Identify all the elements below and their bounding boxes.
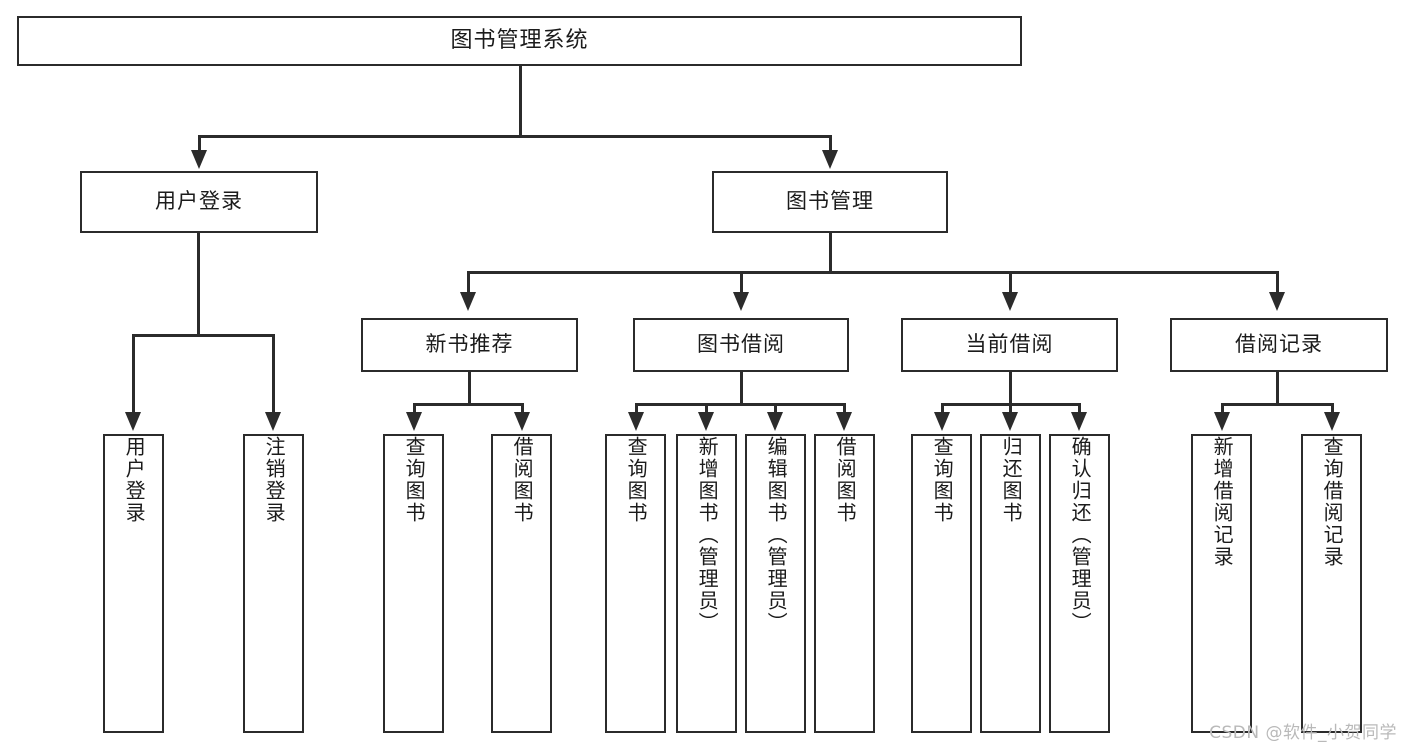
connector-user-login-drop-1 (132, 334, 135, 415)
connector-book-borrow-stem (740, 372, 743, 404)
arrowhead-borrow-record-leaf-1 (1214, 412, 1230, 431)
leaf-label: 编辑图书（管理员） (764, 436, 789, 634)
arrowhead-to-current-borrow (1002, 292, 1018, 311)
connector-new-book-bus (413, 403, 523, 406)
leaf-label: 查询图书 (402, 436, 427, 524)
leaf-label: 归还图书 (999, 436, 1024, 524)
leaf-new-book-1[interactable]: 查询图书 (383, 434, 444, 733)
leaf-current-borrow-2[interactable]: 归还图书 (980, 434, 1041, 733)
node-book-borrow[interactable]: 图书借阅 (633, 318, 849, 372)
node-user-login[interactable]: 用户登录 (80, 171, 318, 233)
connector-level3-bus (467, 271, 1278, 274)
leaf-current-borrow-1[interactable]: 查询图书 (911, 434, 972, 733)
leaf-book-borrow-2[interactable]: 新增图书（管理员） (676, 434, 737, 733)
leaf-label: 用户登录 (122, 436, 147, 524)
node-label: 新书推荐 (425, 332, 514, 357)
connector-borrow-record-drop-1 (1221, 403, 1224, 415)
leaf-label: 查询图书 (624, 436, 649, 524)
leaf-borrow-record-2[interactable]: 查询借阅记录 (1301, 434, 1362, 733)
connector-new-book-stem (468, 372, 471, 404)
connector-user-login-bus (132, 334, 274, 337)
arrowhead-new-book-leaf-2 (514, 412, 530, 431)
arrowhead-current-borrow-leaf-2 (1002, 412, 1018, 431)
arrowhead-to-book-borrow (733, 292, 749, 311)
connector-level3-drop-4 (1276, 271, 1279, 293)
arrowhead-to-borrow-record (1269, 292, 1285, 311)
connector-new-book-drop-2 (521, 403, 524, 415)
leaf-user-login-1[interactable]: 用户登录 (103, 434, 164, 733)
connector-book-borrow-drop-2 (705, 403, 708, 415)
connector-book-borrow-drop-4 (843, 403, 846, 415)
connector-root-stem (519, 66, 522, 137)
node-label: 用户登录 (155, 189, 243, 214)
connector-book-borrow-drop-1 (635, 403, 638, 415)
connector-new-book-drop-1 (413, 403, 416, 415)
leaf-label: 注销登录 (262, 436, 287, 524)
leaf-book-borrow-3[interactable]: 编辑图书（管理员） (745, 434, 806, 733)
watermark-text: CSDN @软件_小贺同学 (1209, 723, 1397, 743)
connector-level2-drop-right (829, 135, 832, 153)
connector-borrow-record-drop-2 (1331, 403, 1334, 415)
leaf-new-book-2[interactable]: 借阅图书 (491, 434, 552, 733)
arrowhead-book-borrow-leaf-2 (698, 412, 714, 431)
leaf-user-login-2[interactable]: 注销登录 (243, 434, 304, 733)
node-label: 图书管理系统 (450, 27, 589, 53)
arrowhead-to-new-book-recommend (460, 292, 476, 311)
connector-borrow-record-stem (1276, 372, 1279, 404)
leaf-book-borrow-4[interactable]: 借阅图书 (814, 434, 875, 733)
connector-current-borrow-stem (1009, 372, 1012, 404)
connector-level2-drop-left (198, 135, 201, 153)
node-label: 借阅记录 (1235, 332, 1323, 357)
leaf-borrow-record-1[interactable]: 新增借阅记录 (1191, 434, 1252, 733)
node-label: 图书借阅 (697, 332, 785, 357)
arrowhead-current-borrow-leaf-1 (934, 412, 950, 431)
connector-current-borrow-drop-2 (1009, 403, 1012, 415)
connector-level3-drop-1 (467, 271, 470, 293)
connector-user-login-stem (197, 233, 200, 336)
connector-level3-drop-3 (1009, 271, 1012, 293)
arrowhead-new-book-leaf-1 (406, 412, 422, 431)
connector-current-borrow-drop-3 (1078, 403, 1081, 415)
arrowhead-book-borrow-leaf-3 (767, 412, 783, 431)
connector-level2-bus (198, 135, 831, 138)
leaf-label: 借阅图书 (833, 436, 858, 524)
leaf-current-borrow-3[interactable]: 确认归还（管理员） (1049, 434, 1110, 733)
connector-current-borrow-drop-1 (941, 403, 944, 415)
leaf-label: 新增图书（管理员） (695, 436, 720, 634)
node-book-management[interactable]: 图书管理 (712, 171, 948, 233)
leaf-label: 确认归还（管理员） (1068, 436, 1093, 634)
arrowhead-to-book-management (822, 150, 838, 169)
connector-book-management-stem (829, 233, 832, 274)
arrowhead-user-login-leaf-2 (265, 412, 281, 431)
leaf-book-borrow-1[interactable]: 查询图书 (605, 434, 666, 733)
arrowhead-current-borrow-leaf-3 (1071, 412, 1087, 431)
leaf-label: 查询图书 (930, 436, 955, 524)
arrowhead-to-user-login (191, 150, 207, 169)
node-root-book-management-system[interactable]: 图书管理系统 (17, 16, 1022, 66)
arrowhead-book-borrow-leaf-4 (836, 412, 852, 431)
connector-book-borrow-drop-3 (774, 403, 777, 415)
connector-borrow-record-bus (1221, 403, 1333, 406)
node-new-book-recommend[interactable]: 新书推荐 (361, 318, 578, 372)
arrowhead-book-borrow-leaf-1 (628, 412, 644, 431)
node-borrow-record[interactable]: 借阅记录 (1170, 318, 1388, 372)
leaf-label: 借阅图书 (510, 436, 535, 524)
node-label: 图书管理 (786, 189, 874, 214)
connector-book-borrow-bus (635, 403, 846, 406)
leaf-label: 新增借阅记录 (1210, 436, 1235, 568)
leaf-label: 查询借阅记录 (1320, 436, 1345, 568)
connector-level3-drop-2 (740, 271, 743, 293)
arrowhead-user-login-leaf-1 (125, 412, 141, 431)
node-current-borrow[interactable]: 当前借阅 (901, 318, 1118, 372)
node-label: 当前借阅 (965, 332, 1054, 357)
arrowhead-borrow-record-leaf-2 (1324, 412, 1340, 431)
connector-user-login-drop-2 (272, 334, 275, 415)
